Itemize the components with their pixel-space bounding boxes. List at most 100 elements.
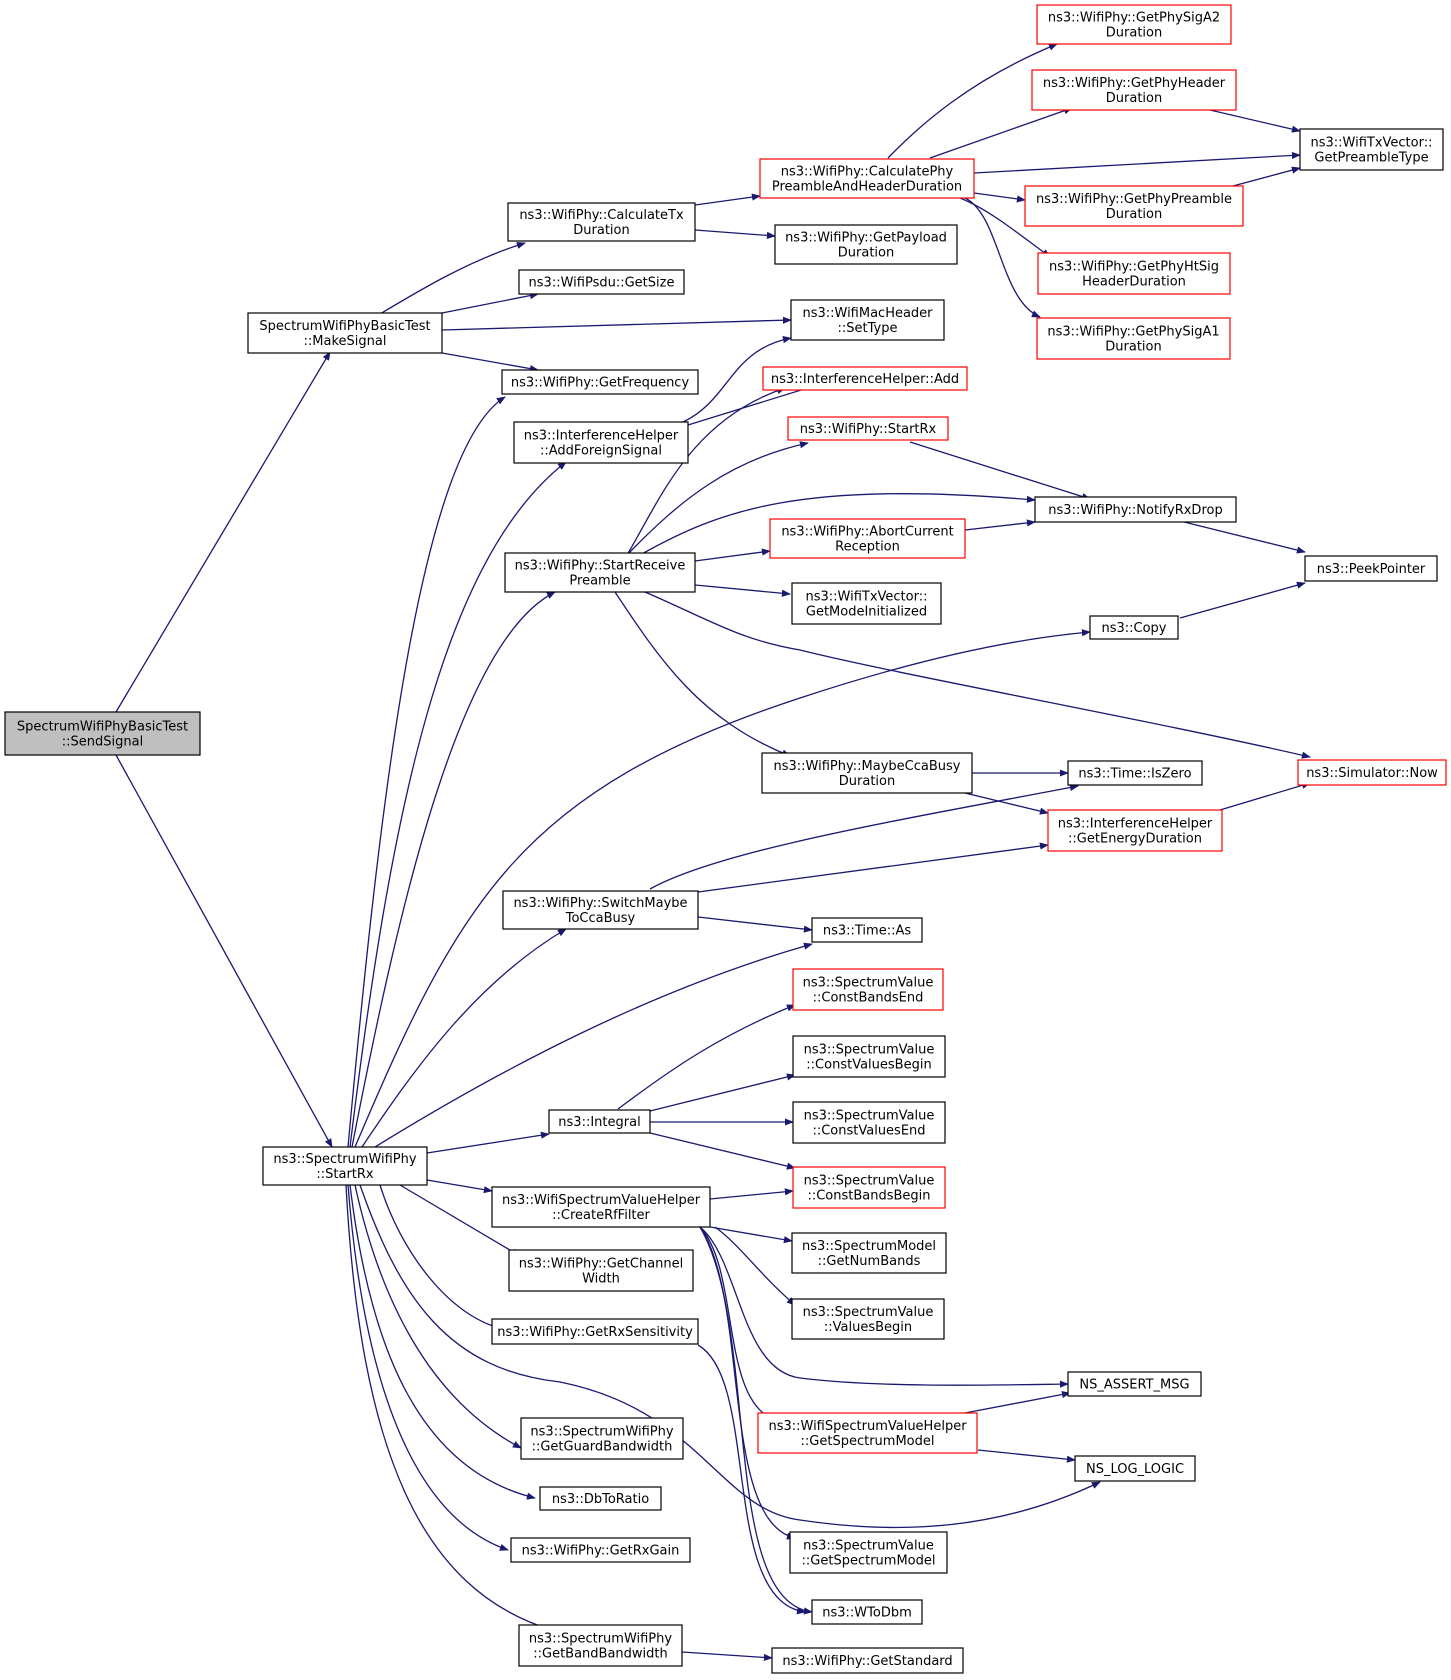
node-label-psdu-0: ns3::WifiPsdu::GetSize: [529, 276, 675, 291]
node-box-cve: [792, 1101, 946, 1144]
node-label-startpre-1: Preamble: [569, 574, 630, 589]
node-valbegin[interactable]: ns3::SpectrumValue::ValuesBegin: [791, 1298, 945, 1340]
node-bandbw[interactable]: ns3::SpectrumWifiPhy::GetBandBandwidth: [518, 1624, 683, 1667]
node-energy[interactable]: ns3::InterferenceHelper::GetEnergyDurati…: [1047, 809, 1223, 852]
node-label-switchcca-0: ns3::WifiPhy::SwitchMaybe: [513, 896, 687, 911]
node-label-chanwidth-1: Width: [582, 1272, 620, 1287]
edge-startrx-integral: [426, 1131, 550, 1154]
node-cbb[interactable]: ns3::SpectrumValue::ConstBandsBegin: [792, 1166, 946, 1209]
edge-startrx-copy: [354, 629, 1091, 1148]
node-cbe[interactable]: ns3::SpectrumValue::ConstBandsEnd: [792, 968, 944, 1011]
node-label-payload-1: Duration: [838, 246, 894, 261]
node-peek[interactable]: ns3::PeekPointer: [1304, 555, 1438, 582]
node-cve[interactable]: ns3::SpectrumValue::ConstValuesEnd: [792, 1101, 946, 1144]
node-settype[interactable]: ns3::WifiMacHeader::SetType: [790, 299, 945, 341]
node-label-rxsens-0: ns3::WifiPhy::GetRxSensitivity: [497, 1325, 693, 1340]
node-pretype[interactable]: ns3::WifiTxVector::GetPreambleType: [1299, 128, 1444, 171]
node-rxgain[interactable]: ns3::WifiPhy::GetRxGain: [510, 1537, 691, 1563]
edge-makesignal-calctx: [379, 241, 526, 315]
edge-createrf-assert: [699, 1226, 1069, 1388]
node-label-cbb-0: ns3::SpectrumValue: [804, 1174, 935, 1189]
node-svgsm[interactable]: ns3::SpectrumValue::GetSpectrumModel: [789, 1531, 948, 1574]
node-label-copy-0: ns3::Copy: [1101, 621, 1166, 636]
node-label-assert-0: NS_ASSERT_MSG: [1079, 1378, 1189, 1393]
node-copy[interactable]: ns3::Copy: [1089, 615, 1179, 640]
node-integral[interactable]: ns3::Integral: [548, 1109, 651, 1134]
node-getsm[interactable]: ns3::WifiSpectrumValueHelper::GetSpectru…: [757, 1412, 978, 1454]
edge-startrx-rxgain: [347, 1184, 509, 1551]
edge-startrx-switchcca: [361, 928, 567, 1148]
node-psdu[interactable]: ns3::WifiPsdu::GetSize: [518, 269, 685, 295]
node-label-getfreq-0: ns3::WifiPhy::GetFrequency: [511, 376, 690, 391]
node-wtodbm[interactable]: ns3::WToDbm: [811, 1599, 923, 1625]
node-box-settype: [790, 299, 945, 341]
node-calcpre[interactable]: ns3::WifiPhy::CalculatePhyPreambleAndHea…: [759, 158, 975, 199]
node-box-ihadd: [762, 366, 968, 391]
edge-rxsens-wtodbm: [697, 1344, 806, 1615]
node-label-getsm-0: ns3::WifiSpectrumValueHelper: [768, 1419, 967, 1434]
edge-startpre-ihadd: [626, 387, 786, 556]
node-cvb[interactable]: ns3::SpectrumValue::ConstValuesBegin: [792, 1035, 946, 1078]
node-timeas[interactable]: ns3::Time::As: [811, 917, 923, 943]
edge-switchcca-iszero: [649, 783, 1079, 890]
node-label-svgsm-1: ::GetSpectrumModel: [802, 1554, 936, 1569]
node-label-cvb-0: ns3::SpectrumValue: [804, 1043, 935, 1058]
node-label-calcpre-1: PreambleAndHeaderDuration: [772, 180, 962, 195]
node-modeinit[interactable]: ns3::WifiTxVector::GetModeInitialized: [791, 582, 942, 625]
node-loglogic[interactable]: NS_LOG_LOGIC: [1074, 1455, 1196, 1482]
node-label-pretype-1: GetPreambleType: [1314, 151, 1428, 166]
node-box-abort: [769, 518, 966, 559]
node-label-getsm-1: ::GetSpectrumModel: [801, 1434, 935, 1449]
node-startrx[interactable]: ns3::SpectrumWifiPhy::StartRx: [262, 1146, 428, 1186]
edge-createrf-svgsm: [699, 1226, 796, 1540]
node-makesignal[interactable]: SpectrumWifiPhyBasicTest::MakeSignal: [247, 312, 443, 354]
node-box-chanwidth: [508, 1249, 694, 1292]
edge-startrx-dbtoratio: [349, 1184, 536, 1500]
node-numbands[interactable]: ns3::SpectrumModel::GetNumBands: [791, 1232, 947, 1274]
node-ihadd[interactable]: ns3::InterferenceHelper::Add: [762, 366, 968, 391]
node-label-settype-1: ::SetType: [838, 321, 898, 336]
node-box-maybecca: [761, 752, 973, 794]
node-box-createrf: [491, 1186, 711, 1228]
node-label-chanwidth-0: ns3::WifiPhy::GetChannel: [519, 1257, 684, 1272]
node-assert[interactable]: NS_ASSERT_MSG: [1067, 1371, 1202, 1397]
node-getstd[interactable]: ns3::WifiPhy::GetStandard: [771, 1647, 964, 1674]
edge-startpre-abort: [694, 548, 771, 562]
edge-startrx-getfreq: [347, 396, 506, 1148]
node-getfreq[interactable]: ns3::WifiPhy::GetFrequency: [501, 369, 699, 395]
node-iszero[interactable]: ns3::Time::IsZero: [1067, 760, 1203, 786]
node-addforeign[interactable]: ns3::InterferenceHelper::AddForeignSigna…: [513, 421, 689, 464]
node-box-phystartrx: [787, 416, 949, 441]
node-phystartrx[interactable]: ns3::WifiPhy::StartRx: [787, 416, 949, 441]
edge-startpre-maybecca: [614, 591, 791, 757]
edge-startrx-createrf: [426, 1179, 493, 1194]
node-label-abort-0: ns3::WifiPhy::AbortCurrent: [781, 525, 953, 540]
node-dbtoratio[interactable]: ns3::DbToRatio: [539, 1486, 662, 1511]
node-now[interactable]: ns3::Simulator::Now: [1297, 759, 1447, 786]
node-rxsens[interactable]: ns3::WifiPhy::GetRxSensitivity: [491, 1318, 699, 1345]
node-label-wtodbm-0: ns3::WToDbm: [822, 1606, 912, 1621]
node-label-abort-1: Reception: [835, 540, 900, 555]
node-sendsignal[interactable]: SpectrumWifiPhyBasicTest::SendSignal: [4, 711, 201, 756]
call-graph-nodes: SpectrumWifiPhyBasicTest::SendSignal Spec…: [4, 4, 1447, 1674]
node-label-pretype-0: ns3::WifiTxVector::: [1310, 136, 1432, 151]
node-box-rxsens: [491, 1318, 699, 1345]
edge-makesignal-psdu: [441, 292, 539, 314]
node-notifydrop[interactable]: ns3::WifiPhy::NotifyRxDrop: [1034, 496, 1237, 523]
node-createrf[interactable]: ns3::WifiSpectrumValueHelper::CreateRfFi…: [491, 1186, 711, 1228]
node-box-valbegin: [791, 1298, 945, 1340]
edge-addforeign-settype: [682, 336, 792, 423]
node-guardbw[interactable]: ns3::SpectrumWifiPhy::GetGuardBandwidth: [520, 1417, 684, 1460]
